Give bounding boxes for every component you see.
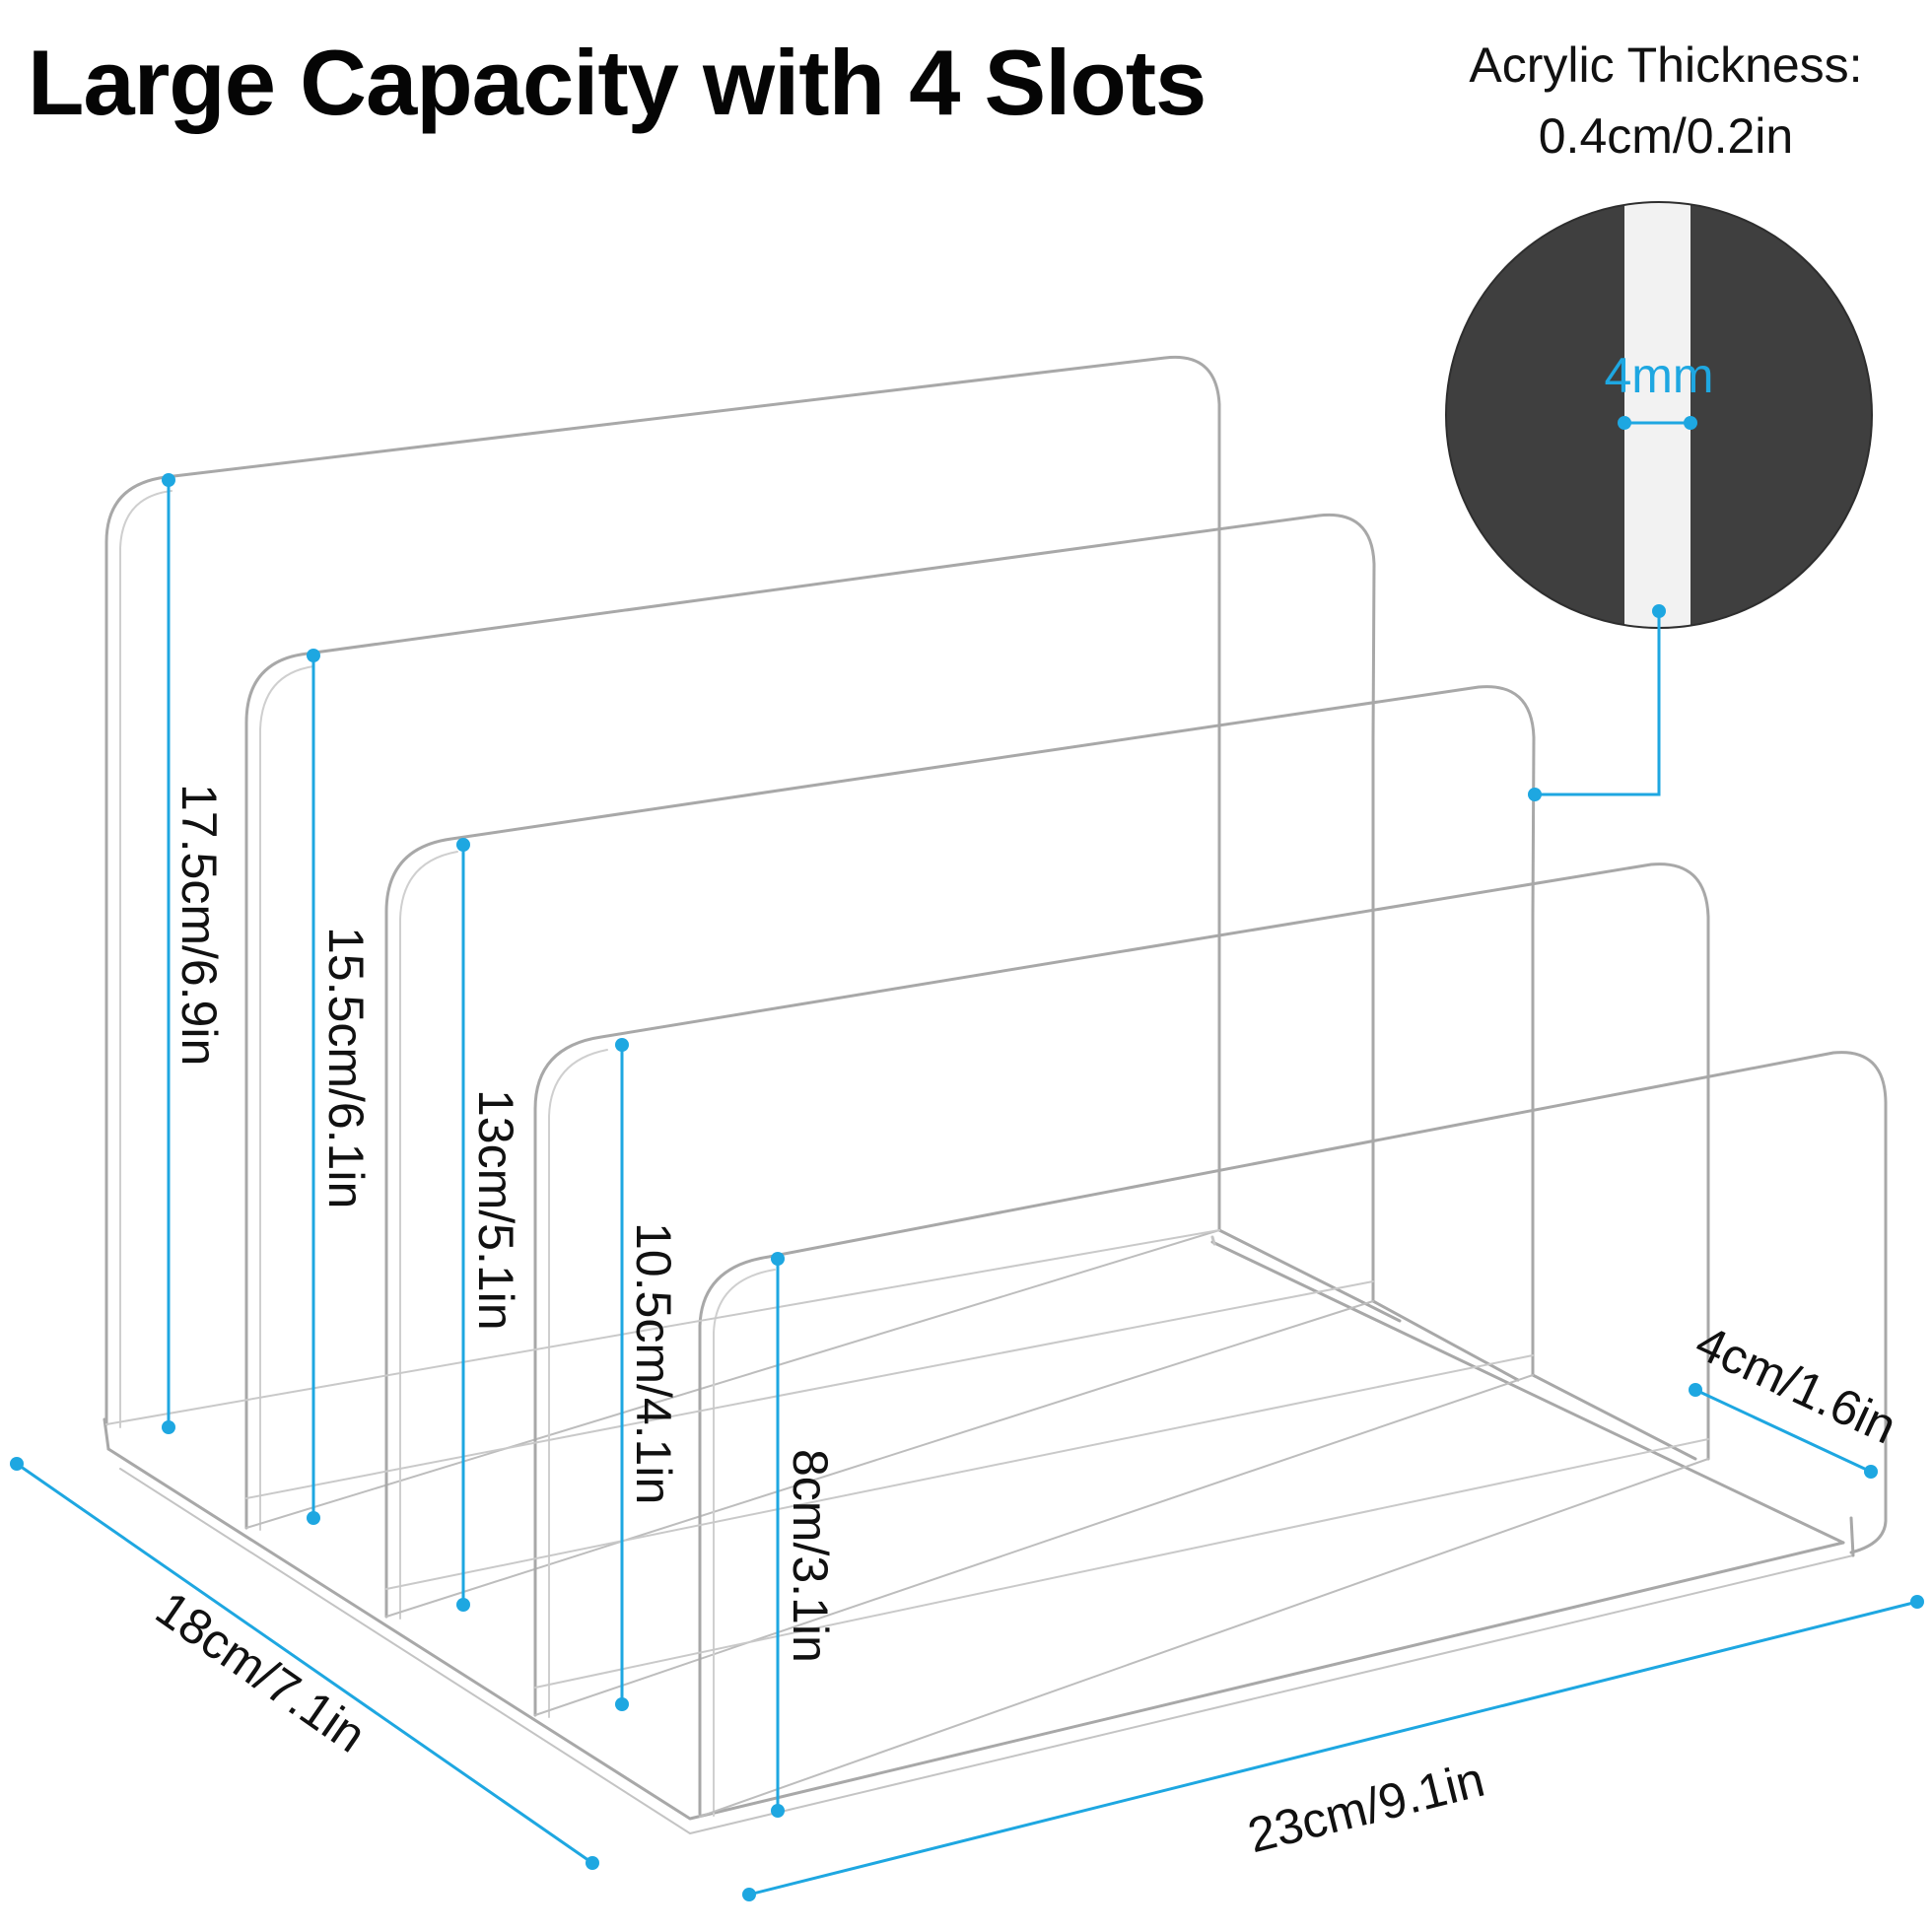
thickness-value: 0.4cm/0.2in [1538,108,1794,164]
slot-depth-label: 4cm/1.6in [1688,1315,1904,1455]
depth-label: 18cm/7.1in [146,1580,376,1762]
slot-floor-lines [105,1229,1709,1689]
height-label-1: 17.5cm/6.9in [172,784,227,1066]
height-line-5 [771,1252,785,1818]
divider-2 [244,513,1520,1531]
page-title: Large Capacity with 4 Slots [28,31,1207,134]
height-label-3: 13cm/5.1in [468,1089,523,1331]
height-line-3 [456,838,470,1612]
divider-4 [533,862,1710,1718]
thickness-callout-line [1535,611,1661,796]
height-line-4 [615,1038,629,1711]
thickness-heading: Acrylic Thickness: 0.4cm/0.2in [1400,30,1932,172]
base-plate [103,1235,1855,1834]
acrylic-strip [1624,202,1690,628]
thickness-label: Acrylic Thickness: [1469,37,1863,93]
height-dimensions [162,473,785,1818]
slot-depth-dimension: 4cm/1.6in [1688,1315,1904,1479]
divider-5 [698,1051,1888,1818]
height-label-2: 15.5cm/6.1in [318,927,374,1208]
divider-1 [104,355,1402,1428]
height-line-1 [162,473,175,1434]
thickness-mm-label: 4mm [1604,348,1713,403]
divider-3 [384,685,1697,1620]
height-labels: 17.5cm/6.9in 15.5cm/6.1in 13cm/5.1in 10.… [172,784,838,1663]
height-label-5: 8cm/3.1in [783,1449,838,1663]
depth-dimension: 18cm/7.1in [10,1457,599,1870]
thickness-detail: 4mm [1445,201,1873,801]
height-label-4: 10.5cm/4.1in [626,1222,681,1504]
width-label: 23cm/9.1in [1242,1752,1489,1864]
width-dimension: 23cm/9.1in [742,1595,1924,1901]
height-line-2 [307,649,320,1525]
